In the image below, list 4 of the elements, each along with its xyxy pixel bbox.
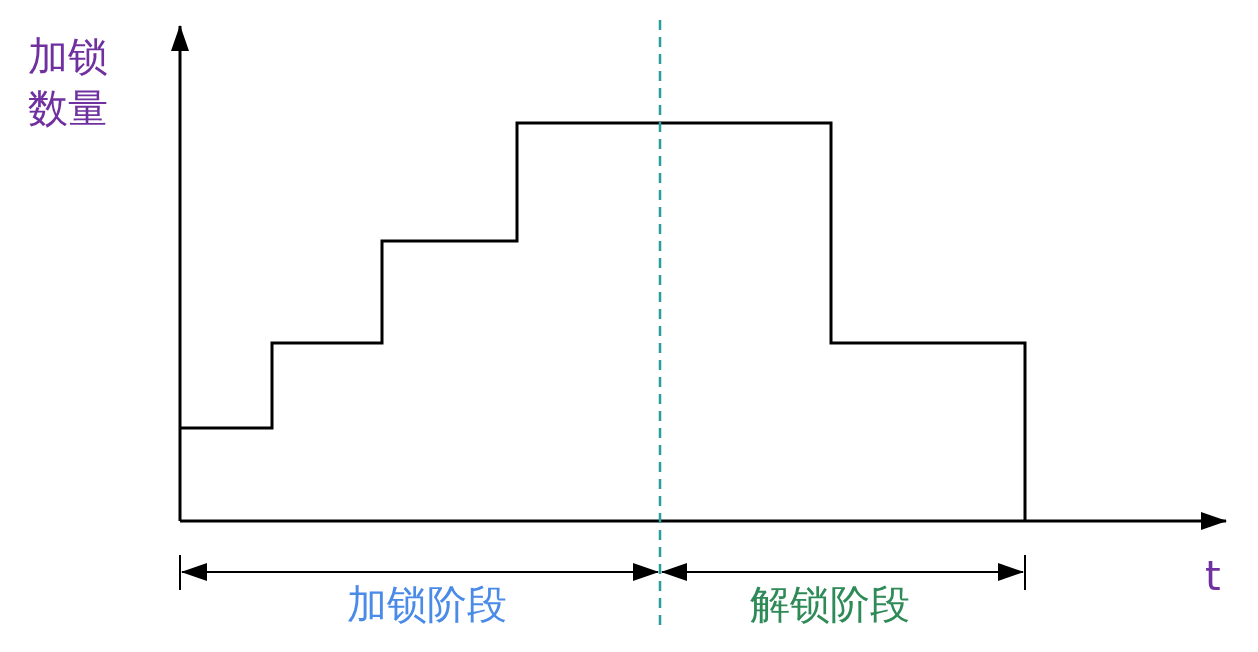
phase-label: 加锁阶段: [347, 581, 507, 627]
axis-label: t: [1205, 553, 1221, 599]
phase-label: 解锁阶段: [750, 581, 910, 627]
axis-label: 加锁数量: [28, 32, 109, 133]
